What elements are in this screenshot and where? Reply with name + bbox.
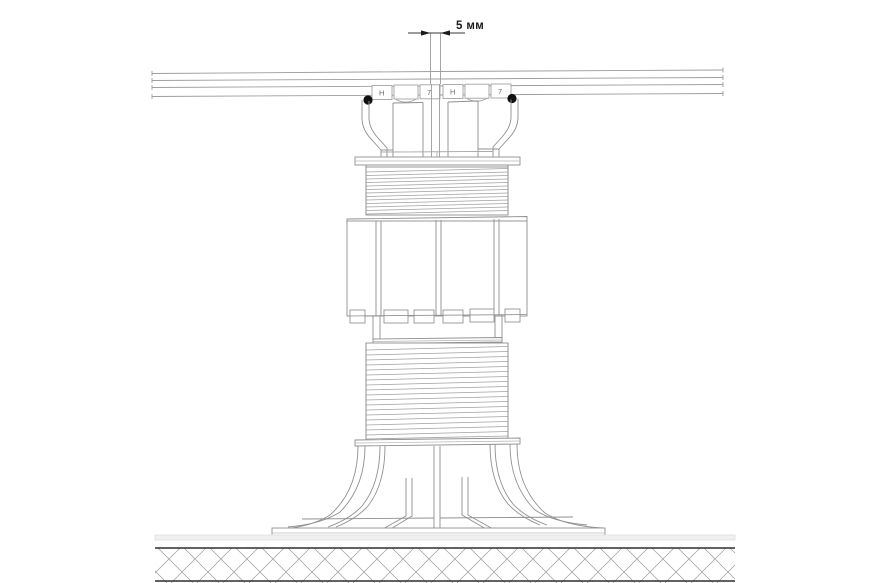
upper-thread-barrel xyxy=(365,164,509,216)
dimension-joint-gap: 5 мм xyxy=(408,20,484,84)
clip-label-2: H xyxy=(450,88,455,97)
clip-label-0: H xyxy=(379,89,384,98)
clip-glyph-labels: H 7 H 7 xyxy=(379,87,502,98)
concrete-slab xyxy=(155,547,735,583)
collar-bottom-tabs xyxy=(346,308,528,324)
clip-box-6 xyxy=(490,83,512,99)
clip-box-5 xyxy=(464,83,490,99)
pedestal-head-plate xyxy=(354,151,521,166)
pedestal-head xyxy=(361,98,519,158)
clip-label-3: 7 xyxy=(498,87,502,96)
spacer-tab xyxy=(431,84,440,160)
dim-arrow-right xyxy=(440,30,450,36)
membrane-layer xyxy=(154,534,736,541)
clip-box-4 xyxy=(442,84,464,99)
flared-base xyxy=(271,437,604,531)
deck-clip-assembly xyxy=(371,83,512,100)
lower-thread-lines xyxy=(366,346,508,440)
dimension-label-5mm: 5 мм xyxy=(456,20,484,32)
clip-label-1: 7 xyxy=(427,88,431,97)
connection-node-dots xyxy=(363,93,517,105)
deck-board-end-ticks xyxy=(151,67,724,99)
node-dot-right xyxy=(507,93,517,104)
clip-box-3 xyxy=(419,84,441,100)
upper-thread-lines xyxy=(366,168,508,215)
collar-sleeve xyxy=(346,216,528,317)
clip-box-1 xyxy=(371,85,393,100)
dim-arrow-left xyxy=(421,30,431,36)
clip-box-2 xyxy=(393,84,419,100)
collar-lower-skirt xyxy=(372,315,503,344)
lower-thread-barrel xyxy=(365,342,509,441)
node-dot-left xyxy=(363,95,373,105)
